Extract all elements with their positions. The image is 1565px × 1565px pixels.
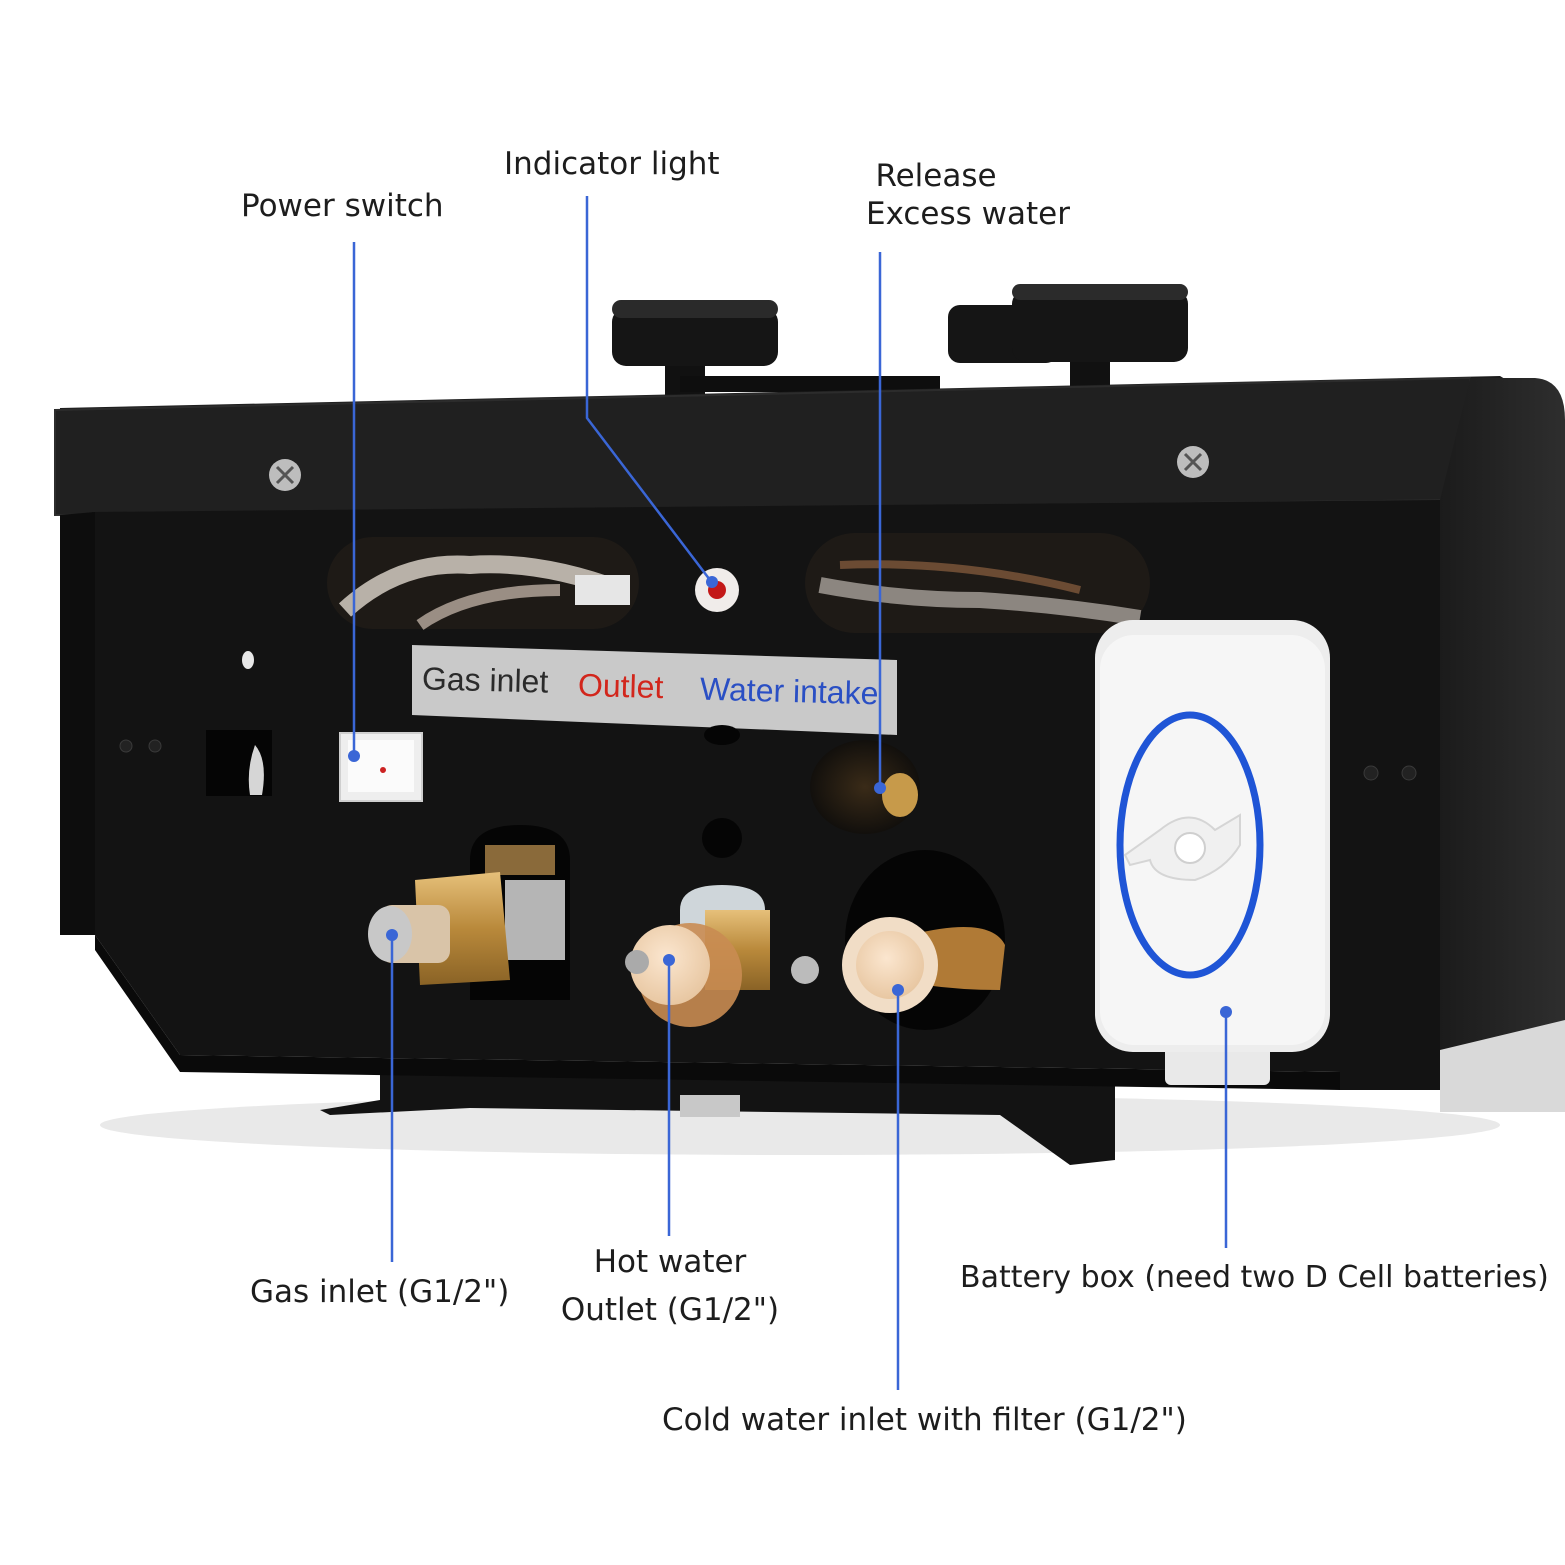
floor-shadow bbox=[100, 1095, 1500, 1155]
battery-box bbox=[1095, 620, 1330, 1085]
label-release-line1: Release bbox=[875, 158, 997, 194]
gas-inlet-fitting bbox=[368, 825, 570, 1000]
label-release-line2: Excess water bbox=[866, 196, 1070, 232]
leader-lines bbox=[352, 196, 1228, 1390]
power-switch bbox=[339, 732, 423, 802]
left-window bbox=[327, 537, 639, 629]
label-hot-water-line2: Outlet (G1/2") bbox=[560, 1292, 780, 1328]
leader-indicator bbox=[585, 196, 711, 581]
strip-outlet: Outlet bbox=[577, 666, 664, 706]
screw-right bbox=[1177, 446, 1209, 478]
label-battery-box: Battery box (need two D Cell batteries) bbox=[960, 1260, 1549, 1295]
strip-water-intake: Water intake bbox=[699, 670, 879, 712]
label-cold-water: Cold water inlet with filter (G1/2") bbox=[662, 1402, 1187, 1438]
label-release: Release Excess water bbox=[836, 157, 1070, 233]
label-power-switch: Power switch bbox=[241, 188, 444, 224]
label-strip bbox=[412, 645, 897, 735]
label-hot-water-line1: Hot water bbox=[593, 1244, 747, 1280]
screw-left bbox=[269, 459, 301, 491]
label-gas-inlet: Gas inlet (G1/2") bbox=[250, 1274, 510, 1310]
right-knob bbox=[1012, 284, 1188, 395]
mounting-bracket bbox=[320, 1062, 1115, 1165]
leader-dots bbox=[348, 576, 1232, 1018]
label-indicator-light: Indicator light bbox=[504, 146, 720, 182]
right-side-panel bbox=[1440, 378, 1565, 1110]
label-hot-water: Hot water Outlet (G1/2") bbox=[560, 1243, 780, 1329]
strip-gas-inlet: Gas inlet bbox=[421, 660, 549, 700]
cold-water-inlet-fitting bbox=[842, 850, 1005, 1030]
indicator-light bbox=[695, 568, 739, 612]
